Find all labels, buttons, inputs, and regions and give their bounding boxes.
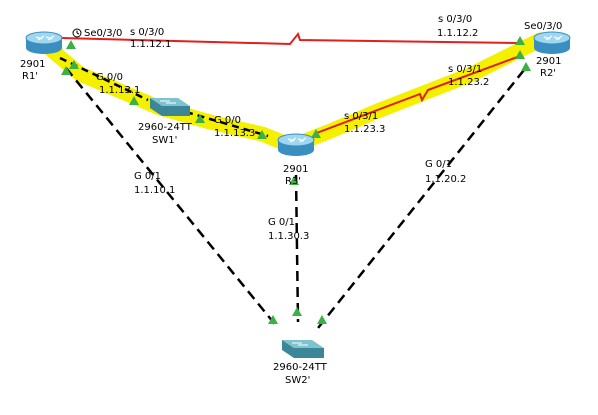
highlight-path xyxy=(34,32,548,154)
link-up-indicator xyxy=(69,60,79,69)
device-name: R1' xyxy=(22,71,38,82)
device-model: 2901 xyxy=(20,59,45,70)
link-r3-sw2[interactable] xyxy=(294,174,300,323)
r3-g01-label: G 0/1 xyxy=(268,217,295,228)
device-sw1[interactable]: 2960-24TT SW1' xyxy=(138,98,193,146)
r1-g00-ip: 1.1.13.1 xyxy=(99,85,140,96)
device-r3[interactable]: 2901 R3' xyxy=(277,133,315,187)
r2-s031-label: s 0/3/1 xyxy=(448,64,482,75)
link-up-indicator xyxy=(129,96,139,105)
router-icon xyxy=(277,133,315,156)
r2-g01-label: G 0/1 xyxy=(425,159,452,170)
r2-s030-ip: 1.1.12.2 xyxy=(437,28,478,39)
link-up-indicator xyxy=(311,129,321,138)
interface-labels: Se0/3/0 s 0/3/0 1.1.12.1 s 0/3/0 1.1.12.… xyxy=(84,14,562,242)
r2-s031-ip: 1.1.23.2 xyxy=(448,77,489,88)
clock-icon xyxy=(72,28,82,38)
switch-icon xyxy=(150,98,190,116)
device-model: 2960-24TT xyxy=(138,122,193,133)
r3-g00-label: G 0/0 xyxy=(214,115,241,126)
link-up-indicator xyxy=(317,315,327,324)
link-up-indicator xyxy=(515,50,525,59)
r3-s031-ip: 1.1.23.3 xyxy=(344,124,385,135)
link-up-indicator xyxy=(521,62,531,71)
link-r2-r3[interactable] xyxy=(313,55,521,135)
r1-s030-ip: 1.1.12.1 xyxy=(130,39,171,50)
device-name: R3' xyxy=(285,176,301,187)
router-icon xyxy=(533,31,571,54)
device-name: SW2' xyxy=(285,375,310,386)
r2-se030-label: Se0/3/0 xyxy=(524,21,562,32)
device-name: R2' xyxy=(540,68,556,79)
device-r1[interactable]: 2901 R1' xyxy=(20,31,63,82)
device-r2[interactable]: 2901 R2' xyxy=(533,31,571,79)
link-up-indicator xyxy=(195,114,205,123)
device-model: 2901 xyxy=(283,164,308,175)
device-model: 2901 xyxy=(536,56,561,67)
r3-g01-ip: 1.1.30.3 xyxy=(268,231,309,242)
r2-g01-ip: 1.1.20.2 xyxy=(425,174,466,185)
link-up-indicator xyxy=(292,307,302,316)
link-up-indicator xyxy=(268,315,278,324)
device-model: 2960-24TT xyxy=(273,362,328,373)
r3-g00-ip: 1.1.13.3 xyxy=(214,128,255,139)
r1-g01-label: G 0/1 xyxy=(134,171,161,182)
r2-s030-label: s 0/3/0 xyxy=(438,14,472,25)
router-icon xyxy=(25,31,63,54)
link-up-indicator xyxy=(289,176,299,185)
link-r1-sw2[interactable] xyxy=(65,67,279,329)
r3-s031-label: s 0/3/1 xyxy=(344,111,378,122)
link-up-indicator xyxy=(66,40,76,49)
device-sw2[interactable]: 2960-24TT SW2' xyxy=(273,340,328,386)
link-up-indicator xyxy=(257,130,267,139)
link-up-indicator xyxy=(515,36,525,45)
r1-s030-label: s 0/3/0 xyxy=(130,27,164,38)
link-r2-sw2[interactable] xyxy=(317,69,525,329)
switch-icon xyxy=(282,340,324,358)
r1-g01-ip: 1.1.10.1 xyxy=(134,185,175,196)
link-up-indicator xyxy=(61,66,71,75)
device-name: SW1' xyxy=(152,135,177,146)
r1-se030-clock-label: Se0/3/0 xyxy=(84,28,122,39)
link-status-indicators xyxy=(61,36,531,324)
link-r1-r2[interactable] xyxy=(61,31,521,46)
r1-g00-label: G 0/0 xyxy=(96,72,123,83)
